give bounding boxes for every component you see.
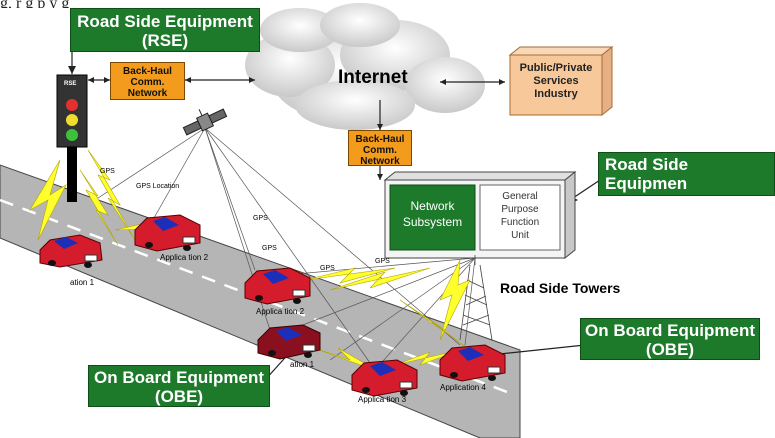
app-label: ation 1 [70, 278, 95, 287]
gps-label: GPS [375, 258, 390, 265]
obe-left-label: On Board Equipment (OBE) [88, 365, 270, 407]
internet-label: Internet [338, 67, 408, 88]
internet-cloud [245, 3, 485, 130]
app-label: Applica tion 3 [358, 395, 407, 404]
rse-right-label: Road Side Equipmen (RSE) [598, 152, 775, 212]
network-subsystem-line1: Network [410, 199, 455, 213]
backhaul-mid-box: Back-Haul Comm. Network [348, 130, 412, 167]
general-purpose-line4: Unit [511, 230, 529, 241]
wireless-links [29, 149, 471, 373]
gps-label: GPS [100, 168, 115, 175]
public-private-line1: Public/Private [519, 62, 593, 74]
public-private-text: Public/Private Services Industry [510, 62, 602, 101]
backhaul-left-line3: Network [127, 88, 168, 99]
obe-left-line2: (OBE) [154, 387, 204, 406]
gps-location-label: GPS Location [136, 183, 180, 190]
gps-label: GPS [262, 245, 277, 252]
obe-right-label: On Board Equipment (OBE) [580, 318, 760, 360]
app-label: Application 4 [440, 383, 486, 392]
caption-fragment: g, r g p y g [0, 0, 775, 8]
backhaul-mid-line1: Back-Haul [355, 134, 405, 145]
general-purpose-line2: Purpose [501, 204, 539, 215]
rse-top-line2: (RSE) [141, 31, 189, 50]
app-label: Applica tion 2 [160, 253, 209, 262]
gps-label: GPS [320, 265, 335, 272]
gps-label: GPS [253, 215, 268, 222]
backhaul-left-line1: Back-Haul [123, 66, 172, 77]
app-label: ation 1 [290, 360, 315, 369]
public-private-line2: Services [533, 75, 579, 87]
obe-left-line1: On Board Equipment [94, 368, 264, 387]
car-5 [351, 359, 418, 397]
car-4 [257, 324, 321, 360]
traffic-signal [56, 74, 88, 202]
backhaul-left-line2: Comm. [130, 77, 165, 88]
rse-top-label: Road Side Equipment (RSE) [70, 8, 260, 52]
rse-right-line1: Road Side Equipmen [605, 155, 689, 193]
backhaul-mid-line2: Comm. [363, 145, 397, 156]
backhaul-left-box: Back-Haul Comm. Network [110, 62, 185, 100]
car-3 [244, 267, 311, 305]
car-2 [134, 214, 201, 252]
public-private-box-3d [508, 45, 614, 117]
car-6 [439, 344, 506, 382]
network-subsystem-line2: Subsystem [402, 215, 463, 229]
public-private-line3: Industry [534, 88, 578, 100]
car-1 [39, 234, 103, 268]
rse-top-line1: Road Side Equipment [77, 12, 253, 31]
backhaul-mid-line3: Network [360, 156, 400, 167]
general-purpose-line3: Function [500, 217, 540, 228]
general-purpose-unit: General Purpose Function Unit [480, 190, 560, 242]
network-subsystem: Network Subsystem [390, 198, 475, 230]
road-side-towers-label: Road Side Towers [500, 280, 621, 296]
rse-right-line2: (RSE) [661, 193, 708, 212]
general-purpose-line1: General [502, 191, 538, 202]
app-label: Applica tion 2 [256, 307, 305, 316]
satellite [182, 108, 228, 136]
signal-rse-label: RSE [64, 81, 77, 87]
obe-right-line2: (OBE) [645, 340, 695, 359]
obe-right-line1: On Board Equipment [585, 321, 755, 340]
road-side-tower [459, 255, 493, 341]
rse-box-3d [383, 170, 577, 260]
